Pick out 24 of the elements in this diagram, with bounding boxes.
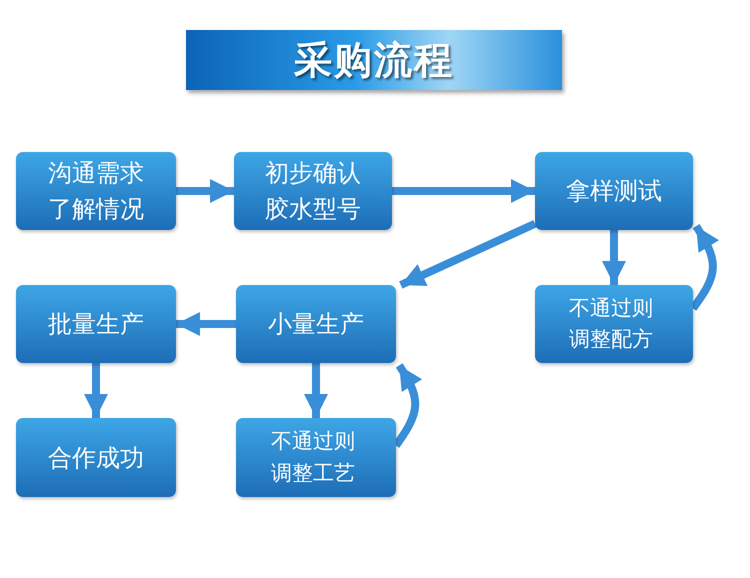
process-box — [16, 418, 176, 497]
process-box — [16, 285, 176, 363]
step-label: 不通过则调整配方 — [568, 294, 654, 353]
step-label: 拿样测试 — [566, 176, 662, 207]
step-label: 不通过则调整工艺 — [270, 428, 356, 486]
title-text: 采购流程 — [294, 36, 454, 84]
arrow — [392, 179, 535, 203]
process-box — [236, 418, 396, 497]
step-label: 沟通需求了解情况 — [47, 158, 145, 225]
arrow — [602, 230, 626, 285]
step-label: 初步确认胶水型号 — [264, 158, 362, 225]
step-label: 合作成功 — [48, 442, 144, 474]
arrow — [176, 179, 234, 203]
process-box — [535, 152, 693, 230]
arrow — [399, 220, 537, 289]
arrow — [304, 363, 328, 418]
process-box — [236, 285, 396, 363]
arrow — [176, 312, 236, 336]
step-label: 小量生产 — [268, 309, 364, 340]
arrow — [84, 363, 108, 418]
process-box — [535, 285, 693, 363]
process-box — [234, 152, 392, 230]
process-box — [16, 152, 176, 230]
step-label: 批量生产 — [48, 309, 144, 340]
